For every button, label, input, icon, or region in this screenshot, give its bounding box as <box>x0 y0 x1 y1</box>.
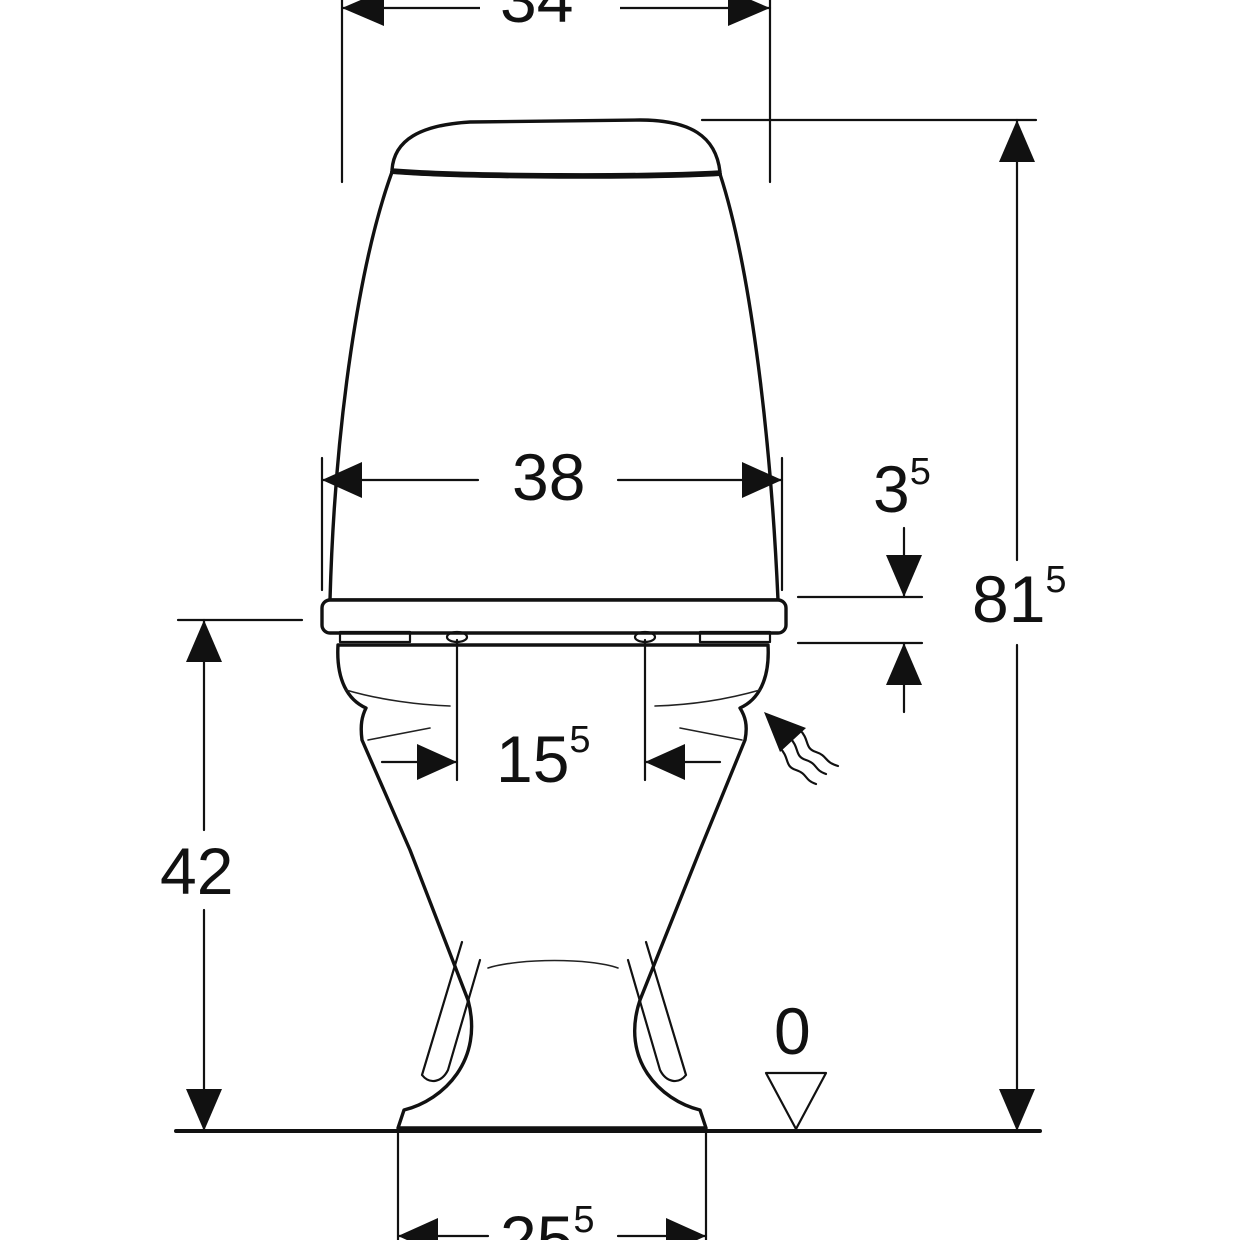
arrow-height-top <box>999 120 1035 162</box>
inlet-arrow-wave-3 <box>798 728 840 768</box>
trap-curve <box>487 959 619 969</box>
bowl-detail-left <box>345 689 451 707</box>
label-bolt-spacing: 155 <box>496 719 591 796</box>
arrow-base-left <box>398 1218 438 1240</box>
arrow-base-right <box>666 1218 706 1240</box>
arrow-seat-top <box>186 620 222 662</box>
base-right-leg <box>626 940 688 1083</box>
label-bg-top <box>480 0 620 30</box>
label-lid-offset: 35 <box>873 451 931 526</box>
arrow-top-right <box>728 0 770 26</box>
hinge-right <box>698 630 772 644</box>
label-top-width: 345 <box>500 0 595 36</box>
label-tank-width: 38 <box>512 440 585 514</box>
tank-lid <box>390 118 722 177</box>
seat-plate <box>320 598 788 635</box>
arrow-top-left <box>342 0 384 26</box>
tank <box>328 170 780 602</box>
arrow-tank-left <box>322 462 362 498</box>
arrow-lid-down <box>886 555 922 597</box>
arrow-height-bottom <box>999 1089 1035 1131</box>
arrow-bolt-left <box>417 744 457 780</box>
bowl-detail-left-2 <box>367 727 431 741</box>
label-total-height: 815 <box>972 559 1067 636</box>
base-left-leg <box>420 940 482 1083</box>
bowl-rim <box>336 643 770 1130</box>
arrow-seat-bottom <box>186 1089 222 1131</box>
inlet-arrow-head <box>764 712 806 752</box>
arrow-bolt-right <box>645 744 685 780</box>
label-seat-height: 42 <box>160 834 233 908</box>
label-base-width: 255 <box>500 1199 595 1240</box>
arrow-lid-up <box>886 643 922 685</box>
label-floor-level: 0 <box>774 994 811 1068</box>
inlet-arrow-wave-2 <box>778 746 818 786</box>
tank-lid-seam <box>390 170 722 179</box>
inlet-arrow-wave-1 <box>788 736 828 776</box>
bowl-detail-right <box>654 689 761 707</box>
hinge-left <box>338 630 412 644</box>
bowl-detail-right-2 <box>679 727 743 741</box>
floor-level-triangle <box>764 1071 828 1131</box>
arrow-tank-right <box>742 462 782 498</box>
